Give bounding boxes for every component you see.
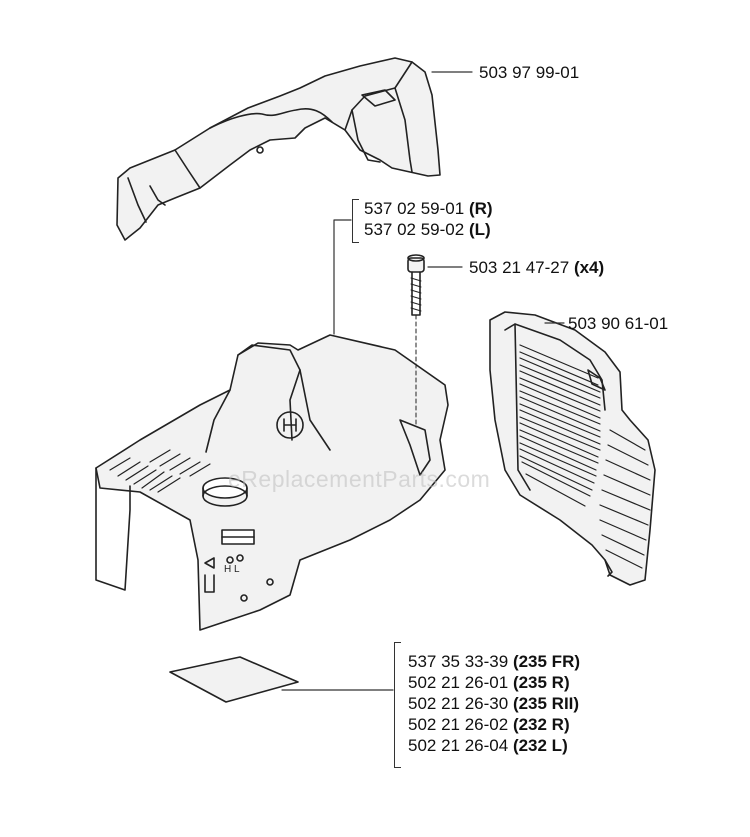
part-model-note: (235 R): [512, 673, 570, 692]
part-model-note: (235 RII): [512, 694, 580, 713]
screw-part: [407, 254, 425, 426]
callout-screw: 503 21 47-27 (x4): [469, 257, 604, 278]
part-number: 502 21 26-04: [408, 736, 509, 755]
callout-top-cover: 503 97 99-01: [479, 62, 579, 83]
callout-cylinder-cover: 537 02 59-01 (R) 537 02 59-02 (L): [364, 198, 493, 240]
switch-marking: H L: [224, 564, 240, 575]
part-number: 537 02 59-02: [364, 220, 465, 239]
part-number: 503 90 61-01: [568, 314, 669, 333]
callout-bracket: [352, 199, 359, 243]
part-number: 537 35 33-39: [408, 652, 509, 671]
part-model-note: (235 FR): [512, 652, 581, 671]
part-number: 502 21 26-02: [408, 715, 509, 734]
cylinder-cover-part: [95, 334, 449, 631]
leader-lines: [281, 71, 565, 691]
part-variant-note: (L): [468, 220, 491, 239]
callout-bracket: [394, 642, 401, 768]
callout-air-grille: 503 90 61-01: [568, 313, 668, 334]
part-quantity-note: (x4): [573, 258, 605, 277]
air-grille-part: [489, 311, 656, 586]
part-number: 503 97 99-01: [479, 63, 580, 82]
part-model-note: (232 R): [512, 715, 570, 734]
part-number: 502 21 26-30: [408, 694, 509, 713]
part-number: 537 02 59-01: [364, 199, 465, 218]
top-cover-part: [116, 57, 441, 241]
part-number: 502 21 26-01: [408, 673, 509, 692]
decal-part: [169, 656, 299, 703]
watermark: eReplacementParts.com: [228, 466, 491, 492]
part-variant-note: (R): [468, 199, 493, 218]
part-model-note: (232 L): [512, 736, 568, 755]
callout-decal: 537 35 33-39 (235 FR) 502 21 26-01 (235 …: [408, 651, 580, 756]
part-number: 503 21 47-27: [469, 258, 570, 277]
